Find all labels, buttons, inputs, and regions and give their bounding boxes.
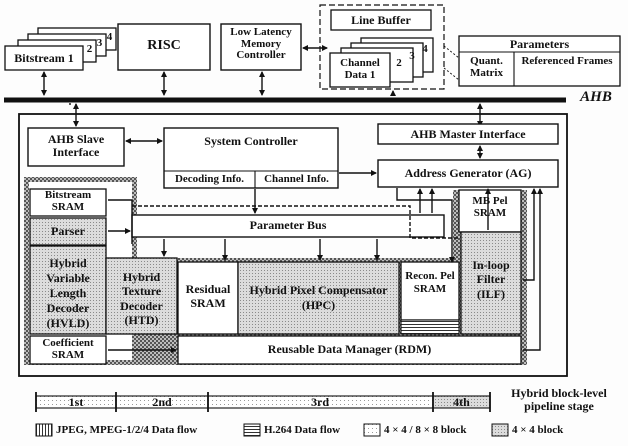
bitstream-stack (4, 27, 117, 71)
parser-label: Parser (51, 224, 85, 238)
referenced-frames-label: Referenced Frames (521, 55, 613, 67)
channel-num-4: 4 (422, 43, 428, 55)
ahb-slave-block (27, 127, 125, 167)
risc-block (117, 23, 211, 71)
quant-matrix-label: Quant. Matrix (470, 55, 503, 79)
memory-controller-label: Low Latency Memory Controller (230, 26, 292, 62)
bus-connectors (41, 45, 483, 127)
ahb-master-block (377, 123, 559, 145)
hpc-label: Hybrid Pixel Compensator (HPC) (249, 283, 388, 312)
bitstream-sram-label: Bitstream SRAM (44, 189, 92, 213)
hvld-label: Hybrid Variable Length Decoder (HVLD) (46, 256, 90, 330)
risc-label: RISC (147, 38, 181, 53)
pipeline-stage-label: Hybrid block-level pipeline stage (511, 386, 607, 413)
legend-label-h264: H.264 Data flow (264, 424, 341, 436)
parameters-table (458, 35, 621, 87)
decoder-frame (18, 113, 568, 377)
bitstream-num-2: 2 (86, 43, 93, 55)
recon-sram-label: Recon. Pel SRAM (405, 270, 455, 296)
system-controller-label: System Controller (204, 134, 298, 148)
legend-label-block4: 4 × 4 block (512, 424, 564, 436)
coefficient-sram-block (29, 335, 107, 365)
mb-pel-sram-label: MB Pel SRAM (472, 195, 508, 219)
pipeline-bar (35, 392, 491, 412)
residual-sram-block (177, 261, 239, 335)
recon-sram-block (400, 261, 460, 321)
parameters-leader (443, 45, 460, 81)
address-generator-block (377, 159, 559, 188)
parser-block (29, 217, 107, 246)
parameter-bus-label: Parameter Bus (249, 218, 327, 232)
pipeline-stage-2nd: 2nd (152, 395, 172, 409)
residual-sram-label: Residual SRAM (185, 282, 231, 311)
system-controller-block (163, 127, 339, 189)
line-buffer-label: Line Buffer (351, 13, 411, 27)
pipeline-stage-3rd: 3rd (311, 395, 329, 409)
ahb-master-label: AHB Master Interface (410, 127, 526, 141)
memory-controller-block (220, 23, 302, 71)
legend-swatch-block8 (363, 423, 381, 437)
htd-block (105, 257, 178, 335)
channel-num-3: 3 (409, 50, 415, 62)
recon-sram-stripe (400, 319, 460, 335)
hpc-block (237, 261, 400, 335)
legend-swatch-jpeg (35, 423, 53, 437)
bitstream-num-3: 3 (96, 37, 103, 49)
bitstream-label: Bitstream 1 (14, 51, 74, 65)
ilf-label: In-loop Filter (ILF) (472, 258, 510, 301)
channel-data-stack (329, 37, 434, 88)
decoding-info-label: Decoding Info. (174, 173, 245, 185)
channel-num-2: 2 (396, 57, 402, 69)
rdm-label: Reusable Data Manager (RDM) (267, 342, 432, 356)
pipeline-stage-4th: 4th (453, 395, 470, 409)
coefficient-sram-label: Coefficient SRAM (42, 337, 94, 361)
address-generator-label: Address Generator (AG) (404, 166, 532, 180)
ilf-block (460, 231, 522, 335)
internal-connections (69, 103, 543, 353)
parameters-title: Parameters (509, 37, 570, 51)
mb-pel-sram-block (458, 189, 522, 233)
ahb-slave-label: AHB Slave Interface (47, 132, 105, 159)
pipeline-stage-1st: 1st (68, 395, 84, 409)
hvld-block (29, 245, 107, 335)
legend-swatch-h264 (243, 423, 261, 437)
legend-label-block8: 4 × 4 / 8 × 8 block (384, 424, 467, 436)
channel-data-label: Channel Data 1 (340, 57, 380, 81)
legend-swatch-block4 (491, 423, 509, 437)
bitstream-sram-block (29, 188, 107, 217)
htd-label: Hybrid Texture Decoder (HTD) (120, 270, 163, 328)
channel-info-label: Channel Info. (264, 173, 329, 185)
bitstream-num-4: 4 (106, 31, 113, 43)
line-buffer-block (330, 9, 432, 31)
ahb-bus-label: AHB (580, 89, 612, 105)
rdm-block (177, 335, 522, 365)
legend-label-jpeg: JPEG, MPEG-1/2/4 Data flow (56, 424, 198, 436)
